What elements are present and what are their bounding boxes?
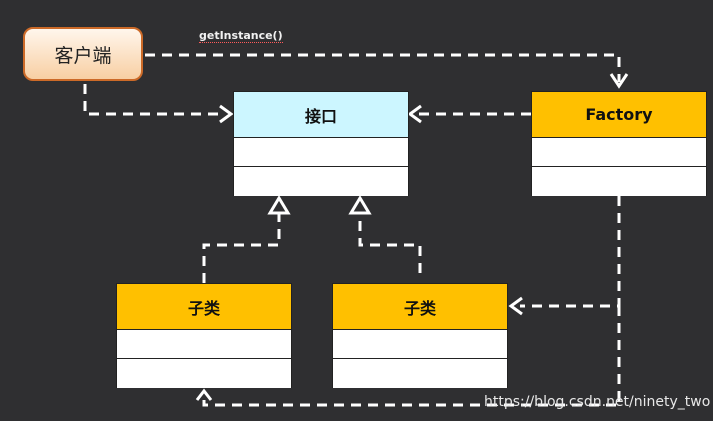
right-subclass-box: 子类 (332, 283, 508, 388)
realization-triangle-right (348, 195, 372, 215)
arrowhead-to-factory (609, 73, 629, 89)
client-to-interface-line (83, 84, 222, 116)
left-sub-to-interface-line (202, 214, 281, 283)
left-subclass-title: 子类 (117, 284, 291, 330)
interface-attributes-row (234, 138, 408, 167)
client-to-factory-line (145, 53, 621, 82)
arrowhead-to-right-sub (508, 296, 523, 316)
client-box: 客户端 (23, 27, 143, 81)
right-subclass-attributes-row (333, 330, 507, 359)
right-subclass-methods-row (333, 359, 507, 388)
get-instance-label: getInstance() (199, 29, 283, 43)
factory-to-right-sub-line (520, 196, 621, 308)
left-subclass-methods-row (117, 359, 291, 388)
interface-title: 接口 (234, 92, 408, 138)
left-subclass-box: 子类 (116, 283, 292, 388)
factory-attributes-row (532, 138, 706, 167)
factory-box: Factory (531, 91, 707, 196)
client-label: 客户端 (54, 44, 112, 67)
arrowhead-factory-to-interface (407, 104, 422, 124)
interface-box: 接口 (233, 91, 409, 196)
right-sub-to-interface-line (358, 214, 422, 273)
arrowhead-client-to-interface (219, 104, 234, 124)
arrowhead-to-left-sub (195, 388, 213, 401)
factory-to-left-sub-line (202, 306, 621, 407)
factory-title: Factory (532, 92, 706, 138)
interface-methods-row (234, 167, 408, 196)
watermark-text: https://blog.csdn.net/ninety_two (484, 394, 711, 410)
factory-methods-row (532, 167, 706, 196)
realization-triangle-left (267, 195, 291, 215)
left-subclass-attributes-row (117, 330, 291, 359)
right-subclass-title: 子类 (333, 284, 507, 330)
